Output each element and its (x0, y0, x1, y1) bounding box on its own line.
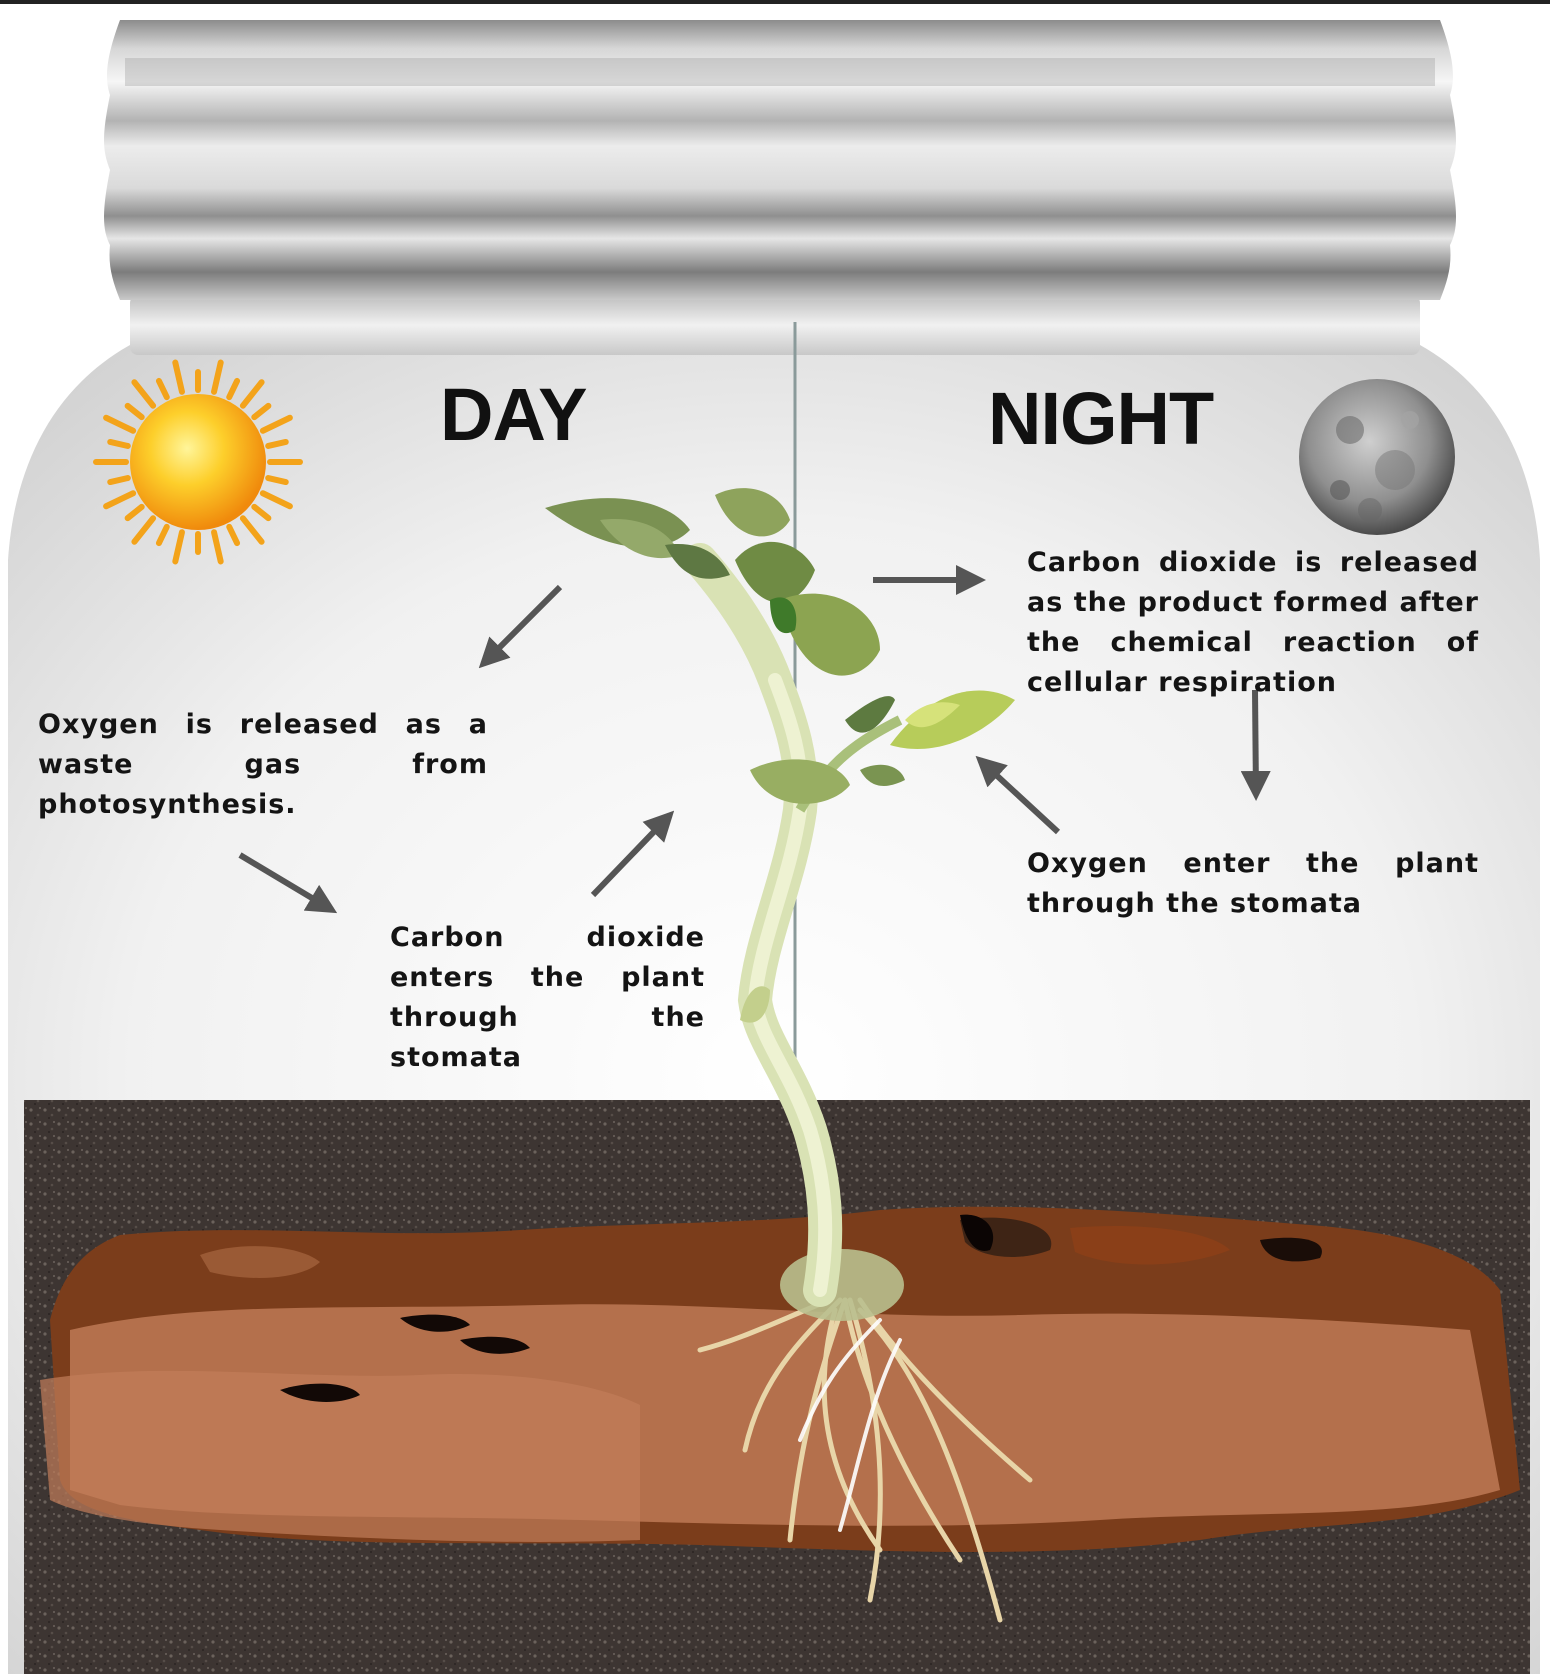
caption-co2-released: Carbon dioxide is released as the produc… (1027, 543, 1479, 703)
sun-ray (110, 442, 128, 446)
jar-lid (104, 20, 1456, 300)
sun-ray (110, 478, 128, 482)
sun-ray (268, 442, 286, 446)
moon-icon (1299, 379, 1455, 535)
sun-ray (268, 478, 286, 482)
caption-co2-enters: Carbon dioxide enters the plant through … (390, 918, 705, 1078)
day-heading: DAY (440, 372, 586, 457)
top-border (0, 0, 1550, 4)
caption-oxygen-released: Oxygen is released as a waste gas from p… (38, 705, 488, 825)
jar-neck (130, 295, 1420, 355)
night-heading: NIGHT (988, 376, 1213, 461)
soil (24, 1100, 1530, 1674)
arrow-down-night (1255, 690, 1256, 795)
caption-oxygen-enters: Oxygen enter the plant through the stoma… (1027, 844, 1479, 924)
